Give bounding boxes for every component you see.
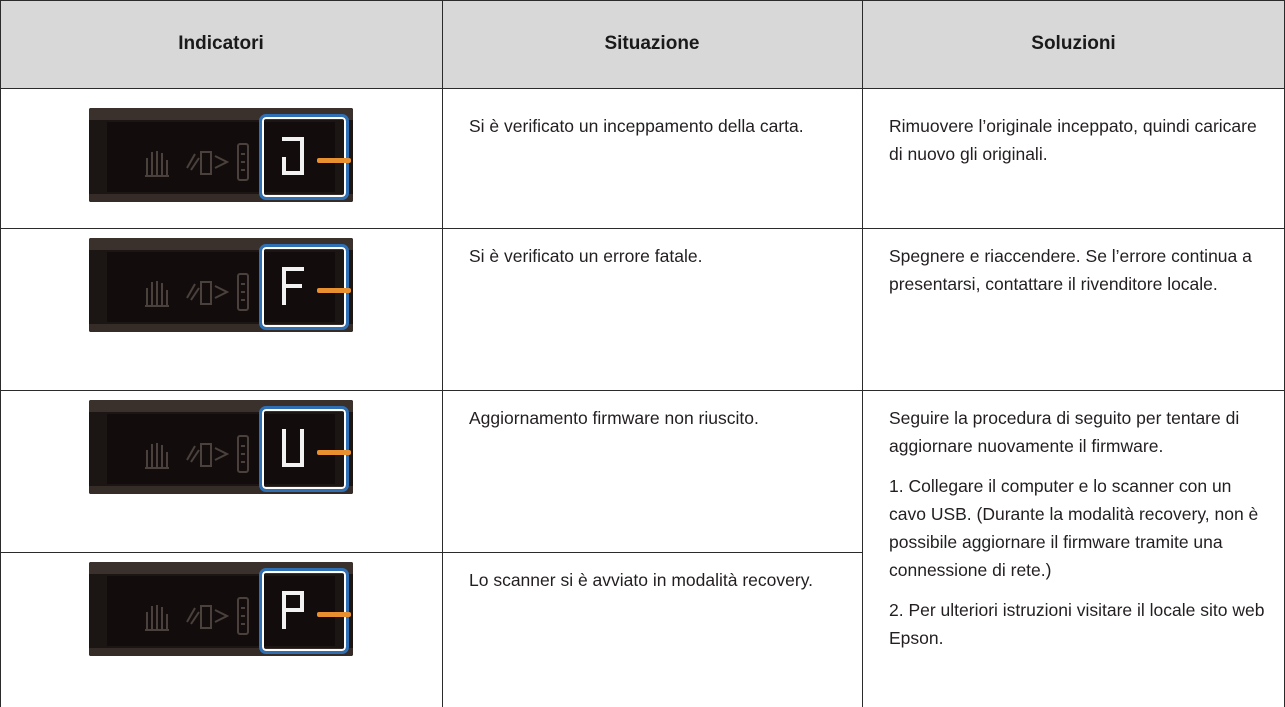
scan-icon: [186, 443, 229, 467]
solution-paragraph: Spegnere e riaccendere. Se l’errore cont…: [889, 246, 1252, 294]
hand-icon: [145, 605, 169, 631]
solution-paragraph: Rimuovere l’originale inceppato, quindi …: [889, 116, 1257, 164]
segment-digit-j: [282, 137, 304, 175]
solution-paragraph: Seguire la procedura di seguito per tent…: [889, 408, 1240, 456]
indicator-panel: [89, 238, 353, 332]
status-led: [317, 158, 351, 163]
shared-solution-text: Seguire la procedura di seguito per tent…: [889, 404, 1265, 664]
solution-text: Rimuovere l’originale inceppato, quindi …: [889, 112, 1261, 180]
grid-line: [0, 0, 1285, 1]
battery-icon: [237, 435, 249, 473]
situation-text: Si è verificato un inceppamento della ca…: [469, 116, 804, 136]
indicator-highlight: [259, 114, 349, 200]
status-led: [317, 288, 351, 293]
grid-line: [0, 552, 862, 553]
solution-step: 2. Per ulteriori istruzioni visitare il …: [889, 600, 1265, 648]
indicator-highlight: [259, 244, 349, 330]
hand-icon: [145, 151, 169, 177]
segment-digit-p: [282, 591, 304, 629]
indicator-highlight: [259, 568, 349, 654]
situation-text: Aggiornamento firmware non riuscito.: [469, 408, 759, 428]
header-situazione: Situazione: [604, 33, 700, 54]
scan-icon: [186, 281, 229, 305]
grid-line: [0, 88, 1285, 89]
solution-step: 1. Collegare il computer e lo scanner co…: [889, 476, 1259, 580]
header-soluzioni: Soluzioni: [1031, 33, 1116, 54]
grid-line: [862, 0, 863, 707]
battery-icon: [237, 143, 249, 181]
grid-line: [0, 0, 1, 707]
battery-icon: [237, 273, 249, 311]
solution-text: Spegnere e riaccendere. Se l’errore cont…: [889, 242, 1261, 310]
indicator-panel: [89, 562, 353, 656]
hand-icon: [145, 281, 169, 307]
status-led: [317, 612, 351, 617]
grid-line: [0, 228, 1285, 229]
header-indicatori: Indicatori: [178, 33, 264, 54]
hand-icon: [145, 443, 169, 469]
scan-icon: [186, 605, 229, 629]
indicator-highlight: [259, 406, 349, 492]
segment-digit-f: [282, 267, 304, 305]
grid-line: [442, 0, 443, 707]
indicator-panel: [89, 108, 353, 202]
grid-line: [0, 390, 1285, 391]
scan-icon: [186, 151, 229, 175]
segment-digit-u: [282, 429, 304, 467]
battery-icon: [237, 597, 249, 635]
indicator-panel: [89, 400, 353, 494]
situation-text: Si è verificato un errore fatale.: [469, 246, 703, 266]
status-led: [317, 450, 351, 455]
situation-text: Lo scanner si è avviato in modalità reco…: [469, 570, 814, 590]
table-header: [0, 0, 1285, 88]
